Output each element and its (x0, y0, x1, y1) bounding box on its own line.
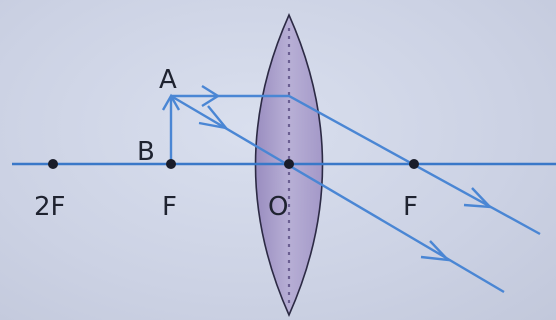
ray-parallel (171, 94, 541, 236)
label-b: B (137, 137, 155, 167)
point-f-right (409, 159, 419, 169)
object-arrowhead (161, 93, 181, 111)
label-2f: 2F (34, 192, 66, 222)
label-f-left: F (162, 192, 177, 222)
label-o: O (268, 192, 288, 222)
ray-parallel-arrow-2 (463, 187, 494, 209)
ray-center-arrow-1 (198, 105, 230, 130)
ray-center-arrow-2 (420, 240, 452, 262)
ray-center (170, 94, 505, 294)
point-f-left (166, 159, 176, 169)
ray-parallel-arrow-1 (201, 84, 221, 108)
label-a: A (159, 65, 177, 95)
point-o (284, 159, 294, 169)
point-2f (48, 159, 58, 169)
label-f-right: F (403, 192, 418, 222)
